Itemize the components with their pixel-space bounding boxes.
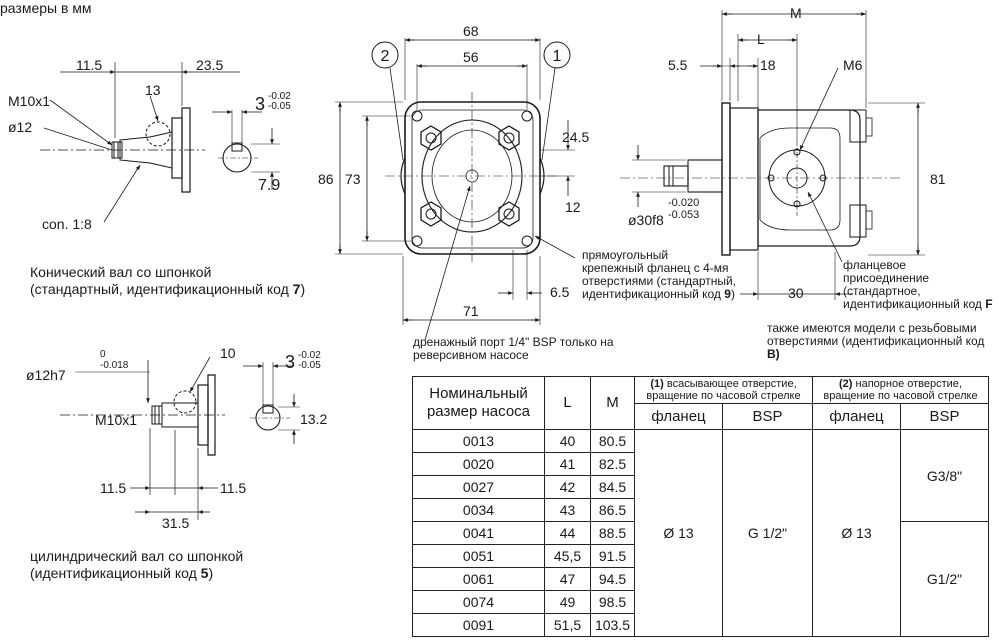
cylindrical-caption-line2: (идентификационный код 5) <box>30 565 214 581</box>
key-width-3-bottom: 3 <box>285 352 295 372</box>
dim-5-5: 5.5 <box>668 57 688 73</box>
flange-note: прямоугольный крепежный фланец с 4-мя от… <box>582 248 737 301</box>
dim-11-5-right: 11.5 <box>220 480 246 496</box>
dim-73: 73 <box>345 171 361 187</box>
key-width-3-top: 3 <box>255 94 265 114</box>
pressure-bsp-cell-a: G3/8" <box>900 429 989 522</box>
tol-upper-pilot: -0.020 <box>668 197 699 209</box>
pump-front-view <box>335 38 576 341</box>
thread-m10x1-bottom: M10x1 <box>95 412 137 428</box>
dim-13-2: 13.2 <box>300 411 327 427</box>
dim-11-5-top: 11.5 <box>76 57 102 73</box>
bolt-head-bl-icon <box>420 201 442 227</box>
tol-upper-bottom: -0.02 <box>298 350 321 361</box>
tol-lower-top: -0.05 <box>268 101 291 112</box>
suction-bsp-cell: G 1/2" <box>722 429 813 637</box>
bolt-head-br-icon <box>498 201 520 227</box>
dim-56: 56 <box>463 49 479 65</box>
port-balloon-2: 2 <box>381 48 390 65</box>
dim-23-5: 23.5 <box>196 57 223 73</box>
pump-side-view <box>620 10 925 300</box>
cylindrical-shaft-caption: цилиндрический вал со шпонкой (идентифик… <box>30 548 243 582</box>
tol-lower-bottom: -0.05 <box>298 360 321 371</box>
header-pressure: (2) напорное отверстие,вращение по часов… <box>812 376 989 404</box>
header-M: M <box>590 376 635 430</box>
conical-shaft-drawing <box>40 62 280 223</box>
conical-caption-line1: Конический вал со шпонкой <box>30 264 212 280</box>
dim-12: 12 <box>565 199 581 215</box>
tol-upper-top: -0.02 <box>268 91 291 102</box>
header-L: L <box>544 376 591 430</box>
header-suction-flange: фланец <box>634 403 723 430</box>
key-10: 10 <box>220 345 236 361</box>
dim-L: L <box>757 31 765 47</box>
cylindrical-shaft-drawing <box>60 356 300 520</box>
dim-30: 30 <box>788 285 804 301</box>
taper-label: con. 1:8 <box>42 216 92 232</box>
dim-71: 71 <box>463 303 479 319</box>
conical-shaft-caption: Конический вал со шпонкой (стандартный, … <box>30 264 305 298</box>
dim-86: 86 <box>318 171 334 187</box>
dim-M: M <box>790 5 802 21</box>
header-suction-bsp: BSP <box>722 403 813 430</box>
conical-caption-line2: (стандартный, идентификационный код 7) <box>30 281 306 297</box>
bolt-head-tl-icon <box>420 125 442 151</box>
pressure-bsp-cell-b: G1/2" <box>900 521 989 637</box>
suction-flange-cell: Ø 13 <box>634 429 723 637</box>
cylindrical-caption-line1: цилиндрический вал со шпонкой <box>30 548 244 564</box>
dim-68: 68 <box>463 23 479 39</box>
dim-7-9: 7.9 <box>258 177 280 194</box>
header-pressure-flange: фланец <box>812 403 901 430</box>
dim-11-5-left: 11.5 <box>100 480 126 496</box>
dim-24-5: 24.5 <box>562 129 589 145</box>
dim-81: 81 <box>930 171 946 187</box>
pilot-diam: ø30f8 <box>628 212 664 228</box>
bolt-head-tr-icon <box>498 125 520 151</box>
header-suction: (1) всасывающее отверстие,вращение по ча… <box>634 376 813 404</box>
dim-6-5: 6.5 <box>550 284 570 300</box>
pressure-flange-cell: Ø 13 <box>812 429 901 637</box>
diam-12: ø12 <box>8 119 32 135</box>
key-13: 13 <box>145 82 161 98</box>
connection-note: фланцевое присоединение (стандартное, ид… <box>843 258 993 311</box>
diam-12h7: ø12h7 <box>26 367 66 383</box>
tol-upper-cyl: 0 <box>100 349 106 360</box>
drain-note: дренажный порт 1/4" BSP только на реверс… <box>413 335 614 362</box>
dim-31-5: 31.5 <box>162 515 189 531</box>
tol-lower-cyl: -0.018 <box>100 360 129 371</box>
alt-models-note: также имеются модели с резьбовыми отверс… <box>767 321 985 361</box>
dim-18: 18 <box>760 57 776 73</box>
thread-m10x1-top: M10x1 <box>8 93 50 109</box>
thread-m6: M6 <box>843 57 863 73</box>
tol-lower-pilot: -0.053 <box>668 209 699 221</box>
header-pressure-bsp: BSP <box>900 403 989 430</box>
units-note: размеры в мм <box>0 0 92 16</box>
port-balloon-1: 1 <box>553 48 562 65</box>
